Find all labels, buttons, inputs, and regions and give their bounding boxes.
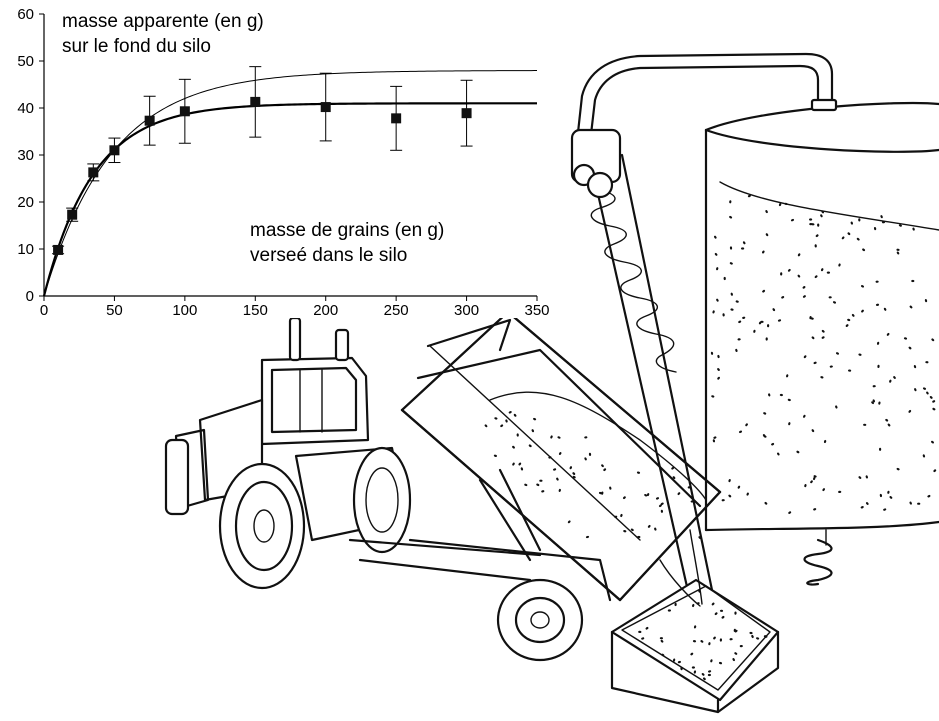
data-point [53, 244, 64, 255]
x-axis-label-line-2: verseé dans le silo [250, 245, 407, 266]
y-ticks: 0 10 20 30 40 50 60 [17, 6, 44, 305]
chart: 0 50 100 150 200 250 300 350 0 10 20 30 40 50 60 mass… [0, 0, 560, 319]
farm-illustration [164, 52, 939, 714]
data-point [88, 167, 99, 178]
data-point [320, 102, 331, 113]
x-tick-label: 0 [40, 302, 48, 319]
x-ticks: 0 50 100 150 200 250 300 350 [40, 296, 550, 319]
pipe-nozzle [810, 98, 838, 112]
x-tick-label: 250 [384, 302, 409, 319]
tipping-trailer [400, 310, 722, 662]
grain-silo [573, 52, 939, 586]
data-points [53, 96, 472, 255]
x-tick-label: 50 [106, 302, 123, 319]
y-tick-label: 0 [26, 288, 34, 305]
x-tick-label: 300 [454, 302, 479, 319]
y-axis-label-line-1: masse apparente (en g) [62, 11, 264, 32]
silo-grain-dots [710, 194, 937, 514]
y-tick-label: 20 [17, 194, 34, 211]
chart-background [0, 0, 560, 318]
bin-grain-dots [638, 589, 768, 681]
y-tick-label: 30 [17, 147, 34, 164]
data-point [250, 96, 261, 107]
data-point [109, 145, 120, 156]
y-tick-label: 50 [17, 53, 34, 70]
data-point [67, 209, 78, 220]
y-axis-label-line-2: sur le fond du silo [62, 36, 211, 57]
x-tick-label: 350 [524, 302, 549, 319]
data-point [391, 113, 402, 124]
x-tick-label: 200 [313, 302, 338, 319]
x-tick-label: 150 [243, 302, 268, 319]
tractor [164, 316, 542, 590]
fit-curve-thin [43, 70, 538, 297]
y-tick-label: 10 [17, 241, 34, 258]
x-axis-label-line-1: masse de grains (en g) [250, 220, 444, 241]
inclined-auger [570, 128, 714, 602]
y-tick-label: 40 [17, 100, 34, 117]
data-point [179, 106, 190, 117]
trailer-grain-dots [484, 411, 702, 539]
fit-curve-thick [42, 102, 537, 297]
collection-bin [610, 578, 780, 714]
data-point [461, 108, 472, 119]
fit-lines [42, 70, 538, 297]
x-tick-label: 100 [172, 302, 197, 319]
y-tick-label: 60 [17, 6, 34, 23]
trailer-wheel [496, 578, 584, 662]
data-point [144, 115, 155, 126]
